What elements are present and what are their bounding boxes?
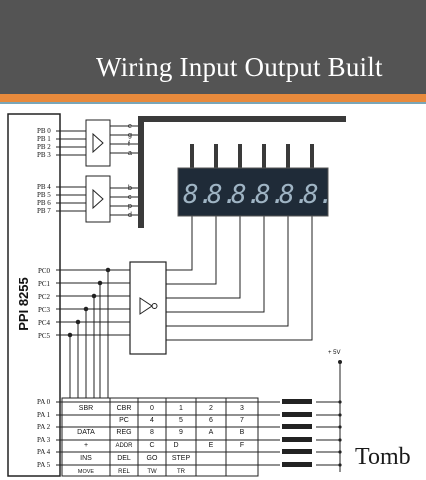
ppi-chip	[7, 113, 61, 477]
segment-label: b	[128, 185, 132, 192]
vcc-label: + 5V	[328, 350, 341, 356]
buffer-upper	[85, 119, 111, 167]
pin-label: PC2	[38, 293, 51, 301]
key-label: 6	[209, 417, 213, 424]
slide-title: Wiring Input Output Built	[96, 52, 383, 82]
key-label: MOVE	[78, 469, 95, 475]
pin-label: PA 4	[37, 448, 51, 456]
key-label: E	[209, 442, 214, 449]
key-label: ADDR	[115, 443, 133, 449]
display-digit: 8.	[303, 180, 334, 210]
pin-label: PB 5	[37, 191, 51, 199]
pin-label: PC4	[38, 319, 51, 327]
key-label: REG	[116, 429, 131, 436]
key-label: C	[149, 442, 154, 449]
buffer-lower	[85, 175, 111, 223]
key-label: 3	[240, 405, 244, 412]
key-label: 0	[150, 405, 154, 412]
display-digit: 8.	[255, 180, 286, 210]
segment-label: g	[128, 132, 132, 139]
resistor	[282, 462, 312, 467]
resistor	[282, 412, 312, 417]
key-label: D	[173, 442, 178, 449]
accent-bar	[0, 94, 426, 102]
key-label: 9	[179, 429, 183, 436]
key-label: B	[240, 429, 245, 436]
key-label: +	[84, 442, 88, 449]
pin-label: PB 6	[37, 199, 51, 207]
pin-label: PB 1	[37, 135, 51, 143]
pin-label: PA 0	[37, 398, 51, 406]
segment-label: a	[128, 150, 132, 157]
bottom-text: Tomb	[355, 444, 411, 470]
pin-label: PC5	[38, 332, 51, 340]
segment-label: f	[128, 141, 130, 148]
key-label: TR	[177, 469, 186, 475]
display-digit: 8.	[231, 180, 262, 210]
accent-line	[0, 102, 426, 104]
segment-label: d	[128, 212, 132, 219]
seven-segment-display	[177, 167, 329, 217]
resistor	[282, 449, 312, 454]
display-digit: 8.	[207, 180, 238, 210]
pin-label: PC0	[38, 267, 51, 275]
inverter-block	[129, 261, 167, 355]
display-digit: 8.	[279, 180, 310, 210]
key-label: CBR	[117, 405, 132, 412]
resistor	[282, 399, 312, 404]
pin-label: PA 2	[37, 423, 51, 431]
segment-label: c	[128, 194, 132, 201]
keypad-grid	[61, 397, 259, 477]
display-digit: 8.	[183, 180, 214, 210]
key-label: INS	[80, 455, 92, 462]
key-label: TW	[147, 469, 157, 475]
pin-label: PB 2	[37, 143, 51, 151]
key-label: 1	[179, 405, 183, 412]
key-label: A	[209, 429, 214, 436]
resistor	[282, 437, 312, 442]
wiring-diagram-svg: PPI 8255 PB 0 PB 1 PB 2 PB 3 PB 4 PB 5 P…	[7, 113, 346, 477]
key-label: REL	[118, 469, 130, 475]
resistor	[282, 424, 312, 429]
pin-label: PA 3	[37, 436, 51, 444]
key-label: PC	[119, 417, 129, 424]
pin-label: PB 0	[37, 127, 51, 135]
pin-label: PB 7	[37, 207, 51, 215]
key-label: F	[240, 442, 244, 449]
pin-label: PC1	[38, 280, 51, 288]
slide-header: Wiring Input Output Built	[0, 0, 426, 94]
key-label: DATA	[77, 429, 95, 436]
wiring-diagram: PPI 8255 PB 0 PB 1 PB 2 PB 3 PB 4 PB 5 P…	[0, 104, 348, 480]
key-label: 2	[209, 405, 213, 412]
key-label: SBR	[79, 405, 93, 412]
key-label: 8	[150, 429, 154, 436]
pin-label: PC3	[38, 306, 51, 314]
pin-label: PB 4	[37, 183, 51, 191]
key-label: GO	[147, 455, 158, 462]
key-label: 4	[150, 417, 154, 424]
chip-label: PPI 8255	[16, 277, 31, 331]
key-label: DEL	[117, 455, 131, 462]
pin-label: PA 1	[37, 411, 51, 419]
key-label: 7	[240, 417, 244, 424]
segment-label: p	[128, 203, 132, 210]
bus-bar	[138, 116, 144, 228]
pin-label: PA 5	[37, 461, 51, 469]
pin-label: PB 3	[37, 151, 51, 159]
key-label: STEP	[172, 455, 191, 462]
key-label: 5	[179, 417, 183, 424]
segment-label: e	[128, 123, 132, 130]
